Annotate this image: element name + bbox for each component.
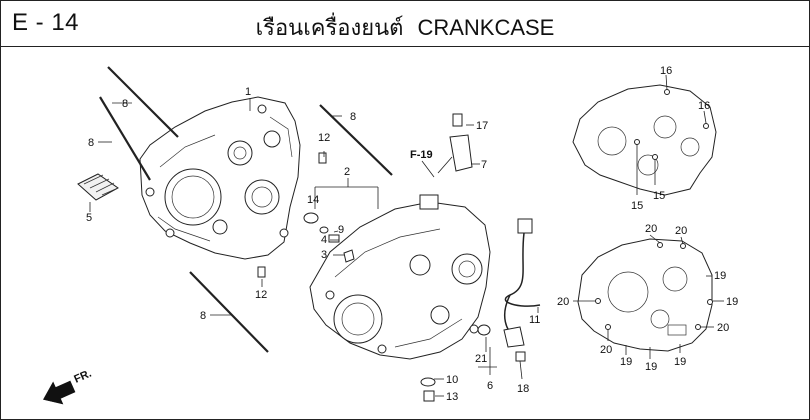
bolt-4	[328, 234, 340, 243]
oil-strainer-screen	[77, 173, 119, 201]
page-title: เรือนเครื่องยนต์ CRANKCASE	[0, 10, 810, 45]
callout-8a: 8	[122, 98, 128, 110]
callout-16b: 16	[698, 100, 710, 112]
callout-12b: 12	[255, 289, 267, 301]
sensor-plate-6	[503, 326, 525, 348]
washer-10	[420, 377, 436, 387]
callout-16a: 16	[660, 65, 672, 77]
callout-8c: 8	[350, 111, 356, 123]
callout-8b: 8	[88, 137, 94, 149]
callout-1: 1	[245, 86, 251, 98]
callout-8d: 8	[200, 310, 206, 322]
bolt-18	[515, 351, 526, 362]
reference-f19: F-19	[410, 149, 433, 161]
callout-19b: 19	[726, 296, 738, 308]
callout-12a: 12	[318, 132, 330, 144]
title-english: CRANKCASE	[417, 15, 555, 40]
callout-15a: 15	[631, 200, 643, 212]
callout-11: 11	[529, 314, 540, 326]
drain-bolt-13	[423, 390, 435, 402]
o-ring-21	[477, 324, 491, 336]
title-thai: เรือนเครื่องยนต์	[255, 15, 404, 40]
callout-4: 4	[321, 234, 327, 246]
header-bar: E - 14 เรือนเครื่องยนต์ CRANKCASE	[0, 0, 810, 47]
callout-10: 10	[446, 374, 458, 386]
callout-17: 17	[476, 120, 488, 132]
callout-20e: 20	[717, 322, 729, 334]
callout-labels: 1 2 3 4 5 6 7 8 8 8 8 9 10 11 12 12 13 1…	[86, 65, 738, 403]
callout-9: 9	[338, 224, 344, 236]
callout-14: 14	[307, 194, 319, 206]
small-parts	[257, 152, 526, 402]
crankcase-gasket-lower	[577, 238, 713, 352]
bolt-17	[452, 113, 463, 127]
page-code: E - 14	[12, 9, 80, 36]
callout-15b: 15	[653, 190, 665, 202]
callout-19e: 19	[674, 356, 686, 368]
pin-3	[343, 249, 355, 263]
stud-bolt-group	[99, 66, 393, 353]
dowel-pin-upper	[318, 152, 327, 164]
callout-3: 3	[321, 249, 327, 261]
callout-20c: 20	[557, 296, 569, 308]
left-crankcase	[139, 96, 301, 260]
washer-9	[319, 226, 329, 234]
front-direction-arrow: FR.	[43, 368, 93, 405]
callout-5: 5	[86, 212, 92, 224]
leader-lines	[89, 74, 724, 397]
callout-18: 18	[517, 383, 529, 395]
speed-sensor-assembly	[449, 113, 541, 348]
callout-19c: 19	[620, 356, 632, 368]
callout-7: 7	[481, 159, 487, 171]
callout-13: 13	[446, 391, 458, 403]
callout-20b: 20	[675, 225, 687, 237]
callout-20d: 20	[600, 344, 612, 356]
callout-19a: 19	[714, 270, 726, 282]
callout-2: 2	[344, 166, 350, 178]
oil-seal-ring	[303, 212, 319, 224]
callout-20a: 20	[645, 223, 657, 235]
connector-11	[517, 218, 533, 234]
callout-21: 21	[475, 353, 487, 365]
sensor-7	[449, 134, 473, 172]
right-crankcase	[309, 194, 491, 360]
front-direction-label: FR.	[72, 368, 93, 386]
dowel-pin-lower	[257, 266, 266, 278]
crankcase-gasket-upper	[572, 84, 717, 196]
exploded-parts-diagram: FR. F-19 1 2 3 4 5 6 7 8 8 8 8 9 10 11 1…	[43, 65, 738, 405]
callout-19d: 19	[645, 361, 657, 373]
callout-6: 6	[487, 380, 493, 392]
